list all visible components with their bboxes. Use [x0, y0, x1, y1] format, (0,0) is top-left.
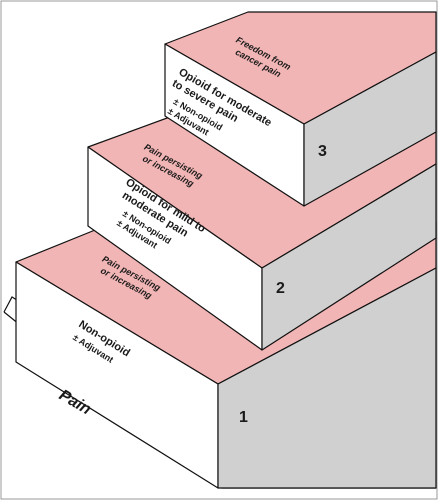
step-3-number: 3 — [318, 143, 327, 160]
step-2-number: 2 — [276, 280, 285, 297]
step-1-side-face — [217, 267, 437, 489]
step-3-side-face — [303, 51, 437, 207]
step-3-block — [164, 11, 437, 207]
step-2-side-face — [261, 163, 437, 351]
step-1-number: 1 — [239, 409, 248, 426]
